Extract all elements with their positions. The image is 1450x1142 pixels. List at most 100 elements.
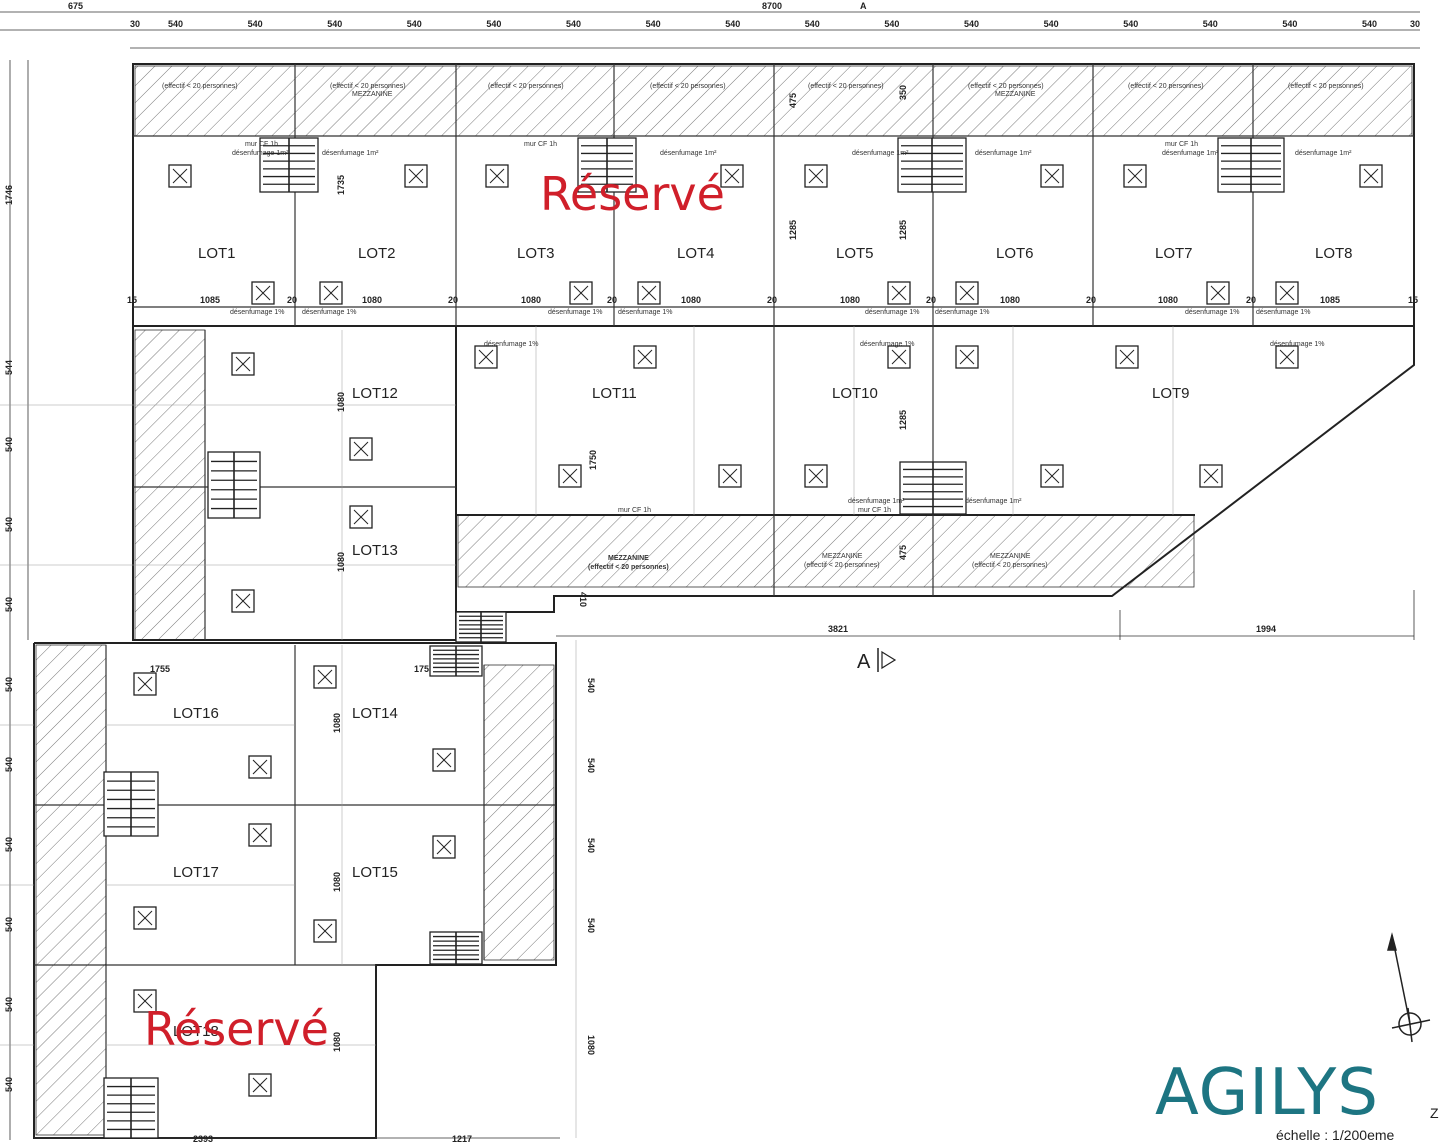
dim-right-1: 540 <box>586 678 596 693</box>
dim-depth-mid-a: 1285 <box>788 220 798 240</box>
smoke-vent-icon <box>569 281 593 305</box>
dim-lot8-width: 1085 <box>1320 295 1340 305</box>
note-mezzanine-big: MEZZANINE <box>608 555 649 562</box>
dim-lot1-width: 1085 <box>200 295 220 305</box>
smoke-vent-icon <box>1275 345 1299 369</box>
dim-lot6-width: 1080 <box>1000 295 1020 305</box>
dim-bay: 540 <box>1123 19 1138 29</box>
dim-mezz-b: 350 <box>898 85 908 100</box>
lot-label-10: LOT10 <box>832 385 878 402</box>
dim-bay: 540 <box>1203 19 1218 29</box>
grid-lines <box>0 326 1174 1138</box>
lot-label-8: LOT8 <box>1315 245 1353 262</box>
dim-bay: 540 <box>407 19 422 29</box>
lot-label-15: LOT15 <box>352 864 398 881</box>
note-mezzanine-lot2: MEZZANINE <box>352 91 393 98</box>
note-1pct-lot2: désenfumage 1% <box>302 309 356 316</box>
agilys-logo: AGILYS <box>1155 1056 1379 1130</box>
dim-depth-mid-b: 1285 <box>898 220 908 240</box>
staircase-icon <box>455 611 507 643</box>
dim-bay: 540 <box>1044 19 1059 29</box>
smoke-vent-icon <box>718 464 742 488</box>
staircase-icon <box>429 645 483 677</box>
smoke-vent-icon <box>804 164 828 188</box>
note-mur-lot3: mur CF 1h <box>524 141 557 148</box>
dim-depth-lot10: 1285 <box>898 410 908 430</box>
smoke-vent-icon <box>955 281 979 305</box>
dim-row-3: 540 <box>4 517 14 532</box>
dim-edge: 30 <box>130 19 140 29</box>
building-walls <box>33 63 1415 1139</box>
smoke-vent-icon <box>319 281 343 305</box>
lot-label-7: LOT7 <box>1155 245 1193 262</box>
smoke-vents <box>133 164 1383 1097</box>
note-mezzanine-lot10: MEZZANINE <box>822 553 863 560</box>
dim-top-depth: 1746 <box>4 185 14 205</box>
staircase-icon <box>103 771 159 837</box>
lot-label-18: LOT18 <box>173 1023 219 1040</box>
note-mur-lot7: mur CF 1h <box>1165 141 1198 148</box>
note-mezzanine-lot9: MEZZANINE <box>990 553 1031 560</box>
dim-right-5: 1080 <box>586 1035 596 1055</box>
dim-bottom-gap: 410 <box>578 592 588 607</box>
staircases <box>103 137 1285 1139</box>
smoke-vent-icon <box>248 823 272 847</box>
dim-bay: 540 <box>248 19 263 29</box>
dim-right-3: 540 <box>586 838 596 853</box>
note-1pct-lot11: désenfumage 1% <box>484 341 538 348</box>
smoke-vent-icon <box>955 345 979 369</box>
note-effectif-lot2: (effectif < 20 personnes) <box>330 83 406 90</box>
dim-lot18-depth: 1080 <box>332 1032 342 1052</box>
dim-lot2-width: 1080 <box>362 295 382 305</box>
dim-bottom-b: 1994 <box>1256 624 1276 634</box>
dim-lot16-width: 1755 <box>150 664 170 674</box>
dim-row-7: 540 <box>4 837 14 852</box>
smoke-vent-icon <box>887 281 911 305</box>
dim-lot14-width: 1755 <box>414 664 434 674</box>
staircase-icon <box>103 1077 159 1139</box>
note-effectif-lot5: (effectif < 20 personnes) <box>808 83 884 90</box>
note-effectif-lot4: (effectif < 20 personnes) <box>650 83 726 90</box>
note-1pct-lot5: désenfumage 1% <box>865 309 919 316</box>
smoke-vent-icon <box>1359 164 1383 188</box>
dim-bay: 540 <box>646 19 661 29</box>
dim-right-4: 540 <box>586 918 596 933</box>
lot-label-11: LOT11 <box>592 385 637 402</box>
dim-row-1: 544 <box>4 360 14 375</box>
smoke-vent-icon <box>1275 281 1299 305</box>
staircase-icon <box>1217 137 1285 193</box>
lot-label-2: LOT2 <box>358 245 396 262</box>
smoke-vent-icon <box>474 345 498 369</box>
dim-bottom-a: 3821 <box>828 624 848 634</box>
lot-label-9: LOT9 <box>1152 385 1190 402</box>
dim-left-offset: 675 <box>68 1 83 11</box>
note-1pct-lot6: désenfumage 1% <box>935 309 989 316</box>
dim-row-10: 540 <box>4 1077 14 1092</box>
north-arrow <box>1387 932 1431 1043</box>
reserve-label-lot-18: Réservé <box>144 1002 329 1056</box>
lot-labels: LOT1 LOT2 LOT3 LOT4 LOT5 LOT6 LOT7 LOT8 … <box>173 245 1353 1040</box>
dim-row-8: 540 <box>4 917 14 932</box>
dim-wall-8: 20 <box>1246 295 1256 305</box>
dim-bay: 540 <box>1282 19 1297 29</box>
smoke-vent-icon <box>1123 164 1147 188</box>
note-effectif-lot7: (effectif < 20 personnes) <box>1128 83 1204 90</box>
smoke-vent-icon <box>133 906 157 930</box>
scale-label: échelle : 1/200eme <box>1276 1127 1395 1142</box>
left-dimension-line <box>9 60 29 1140</box>
section-arrow-bottom <box>881 650 897 670</box>
dim-lot14-depth: 1080 <box>332 713 342 733</box>
dim-bottom-mid: 1217 <box>452 1134 472 1142</box>
note-1pct-lot4: désenfumage 1% <box>618 309 672 316</box>
note-desenfumage-lot10-a: désenfumage 1m² <box>848 498 905 505</box>
dim-wall-3: 20 <box>448 295 458 305</box>
smoke-vent-icon <box>1206 281 1230 305</box>
dim-bottom-left: 2393 <box>193 1134 213 1142</box>
dim-wall-4: 20 <box>607 295 617 305</box>
dim-row-4: 540 <box>4 597 14 612</box>
dim-lot7-width: 1080 <box>1158 295 1178 305</box>
note-effectif-lot9: (effectif < 20 personnes) <box>972 562 1048 569</box>
dim-bay: 540 <box>566 19 581 29</box>
smoke-vent-icon <box>1040 164 1064 188</box>
